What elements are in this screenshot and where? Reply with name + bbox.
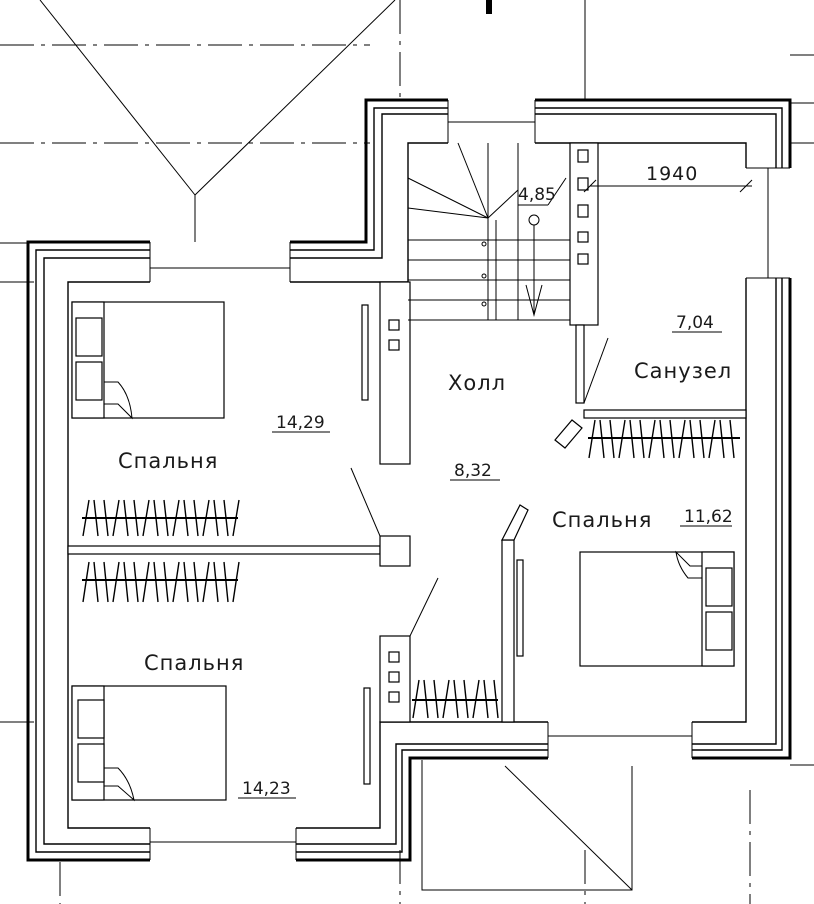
wardrobe-hanger [659,419,665,459]
wardrobe-hanger [699,419,705,459]
dimension-line [583,179,753,193]
wardrobe-hanger [433,679,439,719]
wardrobe-hanger [708,419,716,459]
room-area-bathroom: 7,04 [676,313,714,333]
wardrobe-hanger [729,419,735,459]
wardrobe-hanger [142,499,150,537]
wardrobe-hanger [223,499,229,537]
wardrobe-hanger [133,561,139,603]
wardrobe-hanger [103,499,109,537]
wardrobe-hanger [202,561,210,603]
bed-upper-left [71,301,225,420]
doors [350,337,609,637]
wardrobe-hanger [678,419,686,459]
wardrobe-hanger [669,419,675,459]
wardrobe-hanger [689,419,695,459]
wardrobe-hanger [639,419,645,459]
wardrobe-hanger [93,499,99,537]
stair-area: 4,85 [518,185,556,205]
wardrobe-hanger [202,499,210,537]
room-name-bedroom-right: Спальня [552,508,652,532]
bed-lower-left [71,685,227,802]
room-name-bathroom: Санузел [634,359,732,383]
wardrobe-hanger [93,561,99,603]
roof-lines [39,0,633,891]
bed-right [579,550,735,667]
wardrobe-hanger [599,419,605,459]
wardrobe-hanger [82,499,90,537]
wardrobe-hanger [103,561,109,603]
wardrobe-hanger [112,561,120,603]
room-name-bedroom-lower-left: Спальня [144,651,244,675]
wardrobe-hanger [183,561,189,603]
room-area-bedroom-right: 11,62 [684,507,733,527]
room-name-bedroom-upper-left: Спальня [118,449,218,473]
wardrobe-hanger [629,419,635,459]
north-marker [486,0,492,14]
wardrobe-hanger [588,419,596,459]
wall-slots [361,304,524,785]
wardrobe-hanger [213,561,219,603]
wardrobe-hanger [423,679,429,719]
wardrobe-hanger [412,679,420,719]
wardrobe-hanger [193,561,199,603]
room-area-hall: 8,32 [454,461,492,481]
wardrobe-hanger [483,679,489,719]
interior-walls [67,142,747,723]
wardrobe-hanger [153,499,159,537]
wardrobe-hanger [232,499,240,537]
room-area-bedroom-lower-left: 14,23 [242,779,291,799]
wardrobe-hanger [453,679,459,719]
wardrobe-hanger [142,561,150,603]
exterior-walls [26,98,792,862]
room-labels: Спальня 14,29 Спальня 14,23 Холл 8,32 Сп… [118,163,733,799]
wardrobe-hanger [648,419,656,459]
wardrobe-hanger [609,419,615,459]
wardrobe-hanger [213,499,219,537]
wardrobe-hanger [163,561,169,603]
wardrobe-hanger [112,499,120,537]
bathroom-width-dimension: 1940 [646,163,698,185]
wardrobe-hanger [193,499,199,537]
wardrobe-hanger [123,561,129,603]
wardrobe-hanger [163,499,169,537]
wardrobe-hanger [82,561,90,603]
wardrobe-hanger [223,561,229,603]
wardrobe-hanger [172,561,180,603]
room-area-bedroom-upper-left: 14,29 [276,413,325,433]
wardrobe-hanger [232,561,240,603]
wardrobe-hanger [123,499,129,537]
wardrobe-hanger [618,419,626,459]
wardrobe-hanger [133,499,139,537]
wardrobes [82,419,740,719]
wardrobe-hanger [493,679,499,719]
wardrobe-hanger [153,561,159,603]
staircase [407,142,589,321]
wardrobe-hanger [472,679,480,719]
wardrobe-hanger [183,499,189,537]
room-name-hall: Холл [448,371,506,395]
wardrobe-hanger [442,679,450,719]
wardrobe-hanger [172,499,180,537]
wardrobe-hanger [719,419,725,459]
wardrobe-hanger [463,679,469,719]
